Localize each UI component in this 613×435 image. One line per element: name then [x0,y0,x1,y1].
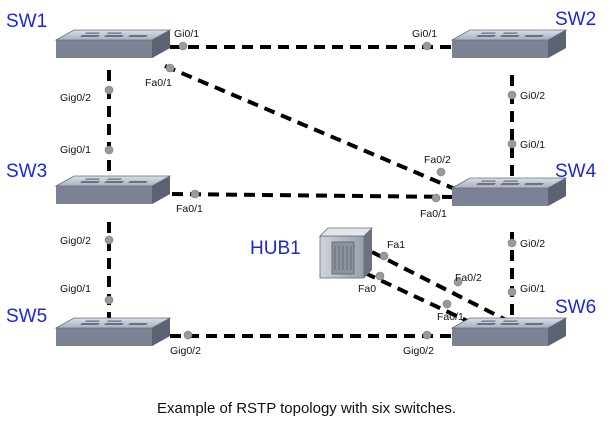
port-dot-sw6-fa0-2 [453,277,463,287]
port-dot-sw6-fa0-1 [442,299,452,309]
diagram-caption: Example of RSTP topology with six switch… [156,400,456,417]
port-dot-sw4-gi0-1 [507,139,517,149]
switch-sw6[interactable] [451,317,567,347]
port-label-sw4-gi0-1: Gi0/1 [520,139,545,151]
port-dot-sw4-gi0-2 [507,238,517,248]
device-label-sw1: SW1 [6,11,47,32]
hub-hub1[interactable] [319,227,373,279]
switch-sw3[interactable] [55,175,171,205]
port-label-sw5-gig0-1: Gig0/1 [60,283,91,295]
port-dots [104,41,517,340]
port-dot-sw2-gi0-1 [422,41,432,51]
port-label-sw5-gig0-2: Gig0/2 [170,345,201,357]
link-hub1-sw6-fa1 [371,250,511,324]
port-dot-sw5-gig0-2 [183,330,193,340]
port-dot-sw1-fa0-1 [165,63,175,73]
switch-sw2[interactable] [451,29,567,59]
switch-sw5[interactable] [55,317,171,347]
port-dot-sw6-gi0-1 [507,287,517,297]
port-dot-sw1-gig0-2 [104,85,114,95]
port-dot-sw1-gi0-1 [178,41,188,51]
device-labels: SW1 SW2 SW3 SW4 SW5 SW6 HUB1 [6,9,597,327]
device-label-sw4: SW4 [555,161,597,182]
port-label-sw2-gi0-1: Gi0/1 [412,28,437,40]
port-label-sw4-fa0-2: Fa0/2 [424,154,451,166]
links [107,45,514,338]
port-label-sw6-gig0-2: Gig0/2 [403,345,434,357]
link-sw1-sw4 [164,64,463,194]
device-label-sw6: SW6 [555,297,596,318]
port-dot-sw3-gig0-2 [104,235,114,245]
link-sw3-sw4 [171,192,456,199]
port-label-sw3-fa0-1: Fa0/1 [176,203,203,215]
port-labels: Gi0/1 Gi0/1 Gig0/2 Gig0/1 Fa0/1 Fa0/2 Gi… [60,28,545,357]
port-dot-sw6-gig0-2 [422,330,432,340]
switch-sw1[interactable] [55,29,171,59]
port-dot-sw3-fa0-1 [190,189,200,199]
device-label-sw5: SW5 [6,306,47,327]
port-dot-sw4-fa0-1 [431,193,441,203]
device-label-sw3: SW3 [6,161,47,182]
port-label-sw1-gi0-1: Gi0/1 [174,28,199,40]
switch-icon [451,29,567,59]
port-label-sw6-gi0-1: Gi0/1 [520,283,545,295]
switch-icon [451,317,567,347]
port-label-sw1-fa0-1: Fa0/1 [145,77,172,89]
port-label-sw3-gig0-2: Gig0/2 [60,235,91,247]
port-label-sw6-fa0-2: Fa0/2 [455,272,482,284]
port-label-hub1-fa1: Fa1 [387,239,405,251]
hub-icon [319,227,373,279]
port-dot-sw3-gig0-1 [104,145,114,155]
switch-icon [55,29,171,59]
link-hub1-sw6-fa0 [364,271,479,328]
port-dot-sw4-fa0-2 [436,167,446,177]
device-label-hub1: HUB1 [250,238,301,259]
port-label-sw4-gi0-2: Gi0/2 [520,238,545,250]
port-label-sw4-fa0-1: Fa0/1 [420,208,447,220]
switch-icon [55,317,171,347]
port-label-sw1-gig0-2: Gig0/2 [60,92,91,104]
switch-sw4[interactable] [451,177,567,207]
switch-icon [451,177,567,207]
port-label-sw6-fa0-1: Fa0/1 [437,311,464,323]
port-label-hub1-fa0: Fa0 [358,283,376,295]
port-dot-sw5-gig0-1 [104,295,114,305]
port-dot-hub1-fa1 [379,251,389,261]
port-label-sw2-gi0-2: Gi0/2 [520,90,545,102]
switch-icon [55,175,171,205]
port-dot-hub1-fa0 [375,271,385,281]
device-label-sw2: SW2 [555,9,596,30]
port-label-sw3-gig0-1: Gig0/1 [60,144,91,156]
port-dot-sw2-gi0-2 [507,90,517,100]
